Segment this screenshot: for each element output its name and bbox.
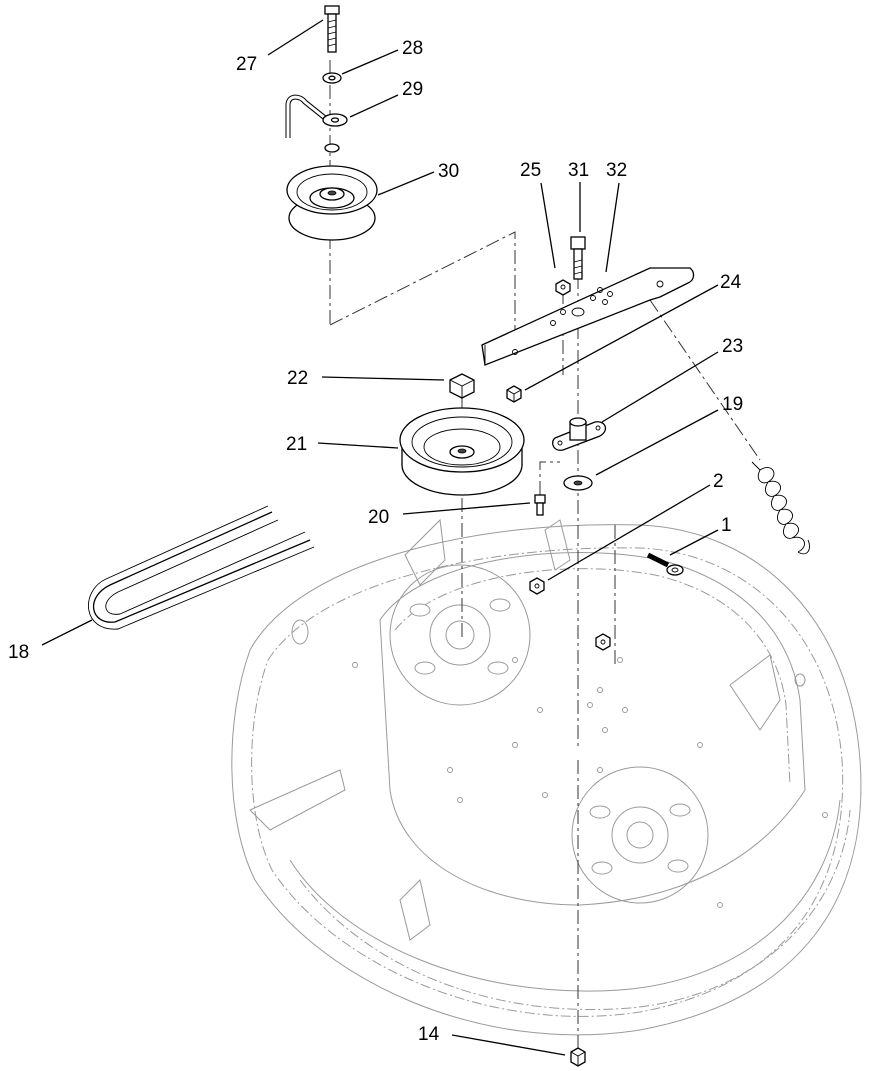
- part-30-idler-pulley: [286, 165, 378, 241]
- callout-32: 32: [606, 160, 627, 181]
- part-23-pivot-bracket: [552, 417, 607, 451]
- part-18-drive-belt: [88, 505, 315, 630]
- part-20-bolt: [534, 494, 546, 516]
- callout-21: 21: [286, 434, 307, 455]
- part-14-nut: [570, 1047, 586, 1067]
- part-24-nut: [506, 385, 522, 403]
- callout-22: 22: [287, 368, 308, 389]
- deck-mounting-holes: [352, 657, 828, 908]
- callout-18: 18: [8, 642, 29, 663]
- alignment-lines: [329, 60, 761, 1055]
- callout-23: 23: [722, 336, 743, 357]
- callout-30: 30: [438, 161, 459, 182]
- callout-leaders: [41, 19, 719, 1056]
- part-1-eye-bolt: [646, 552, 684, 576]
- callout-28: 28: [402, 38, 423, 59]
- part-29-belt-guide: [285, 94, 348, 138]
- part-22-hex-nut: [449, 373, 475, 399]
- part-32-idler-arm: [481, 267, 695, 366]
- callout-1: 1: [721, 515, 732, 536]
- callout-numbers: 27 28 29 30 25 31 32 24 22 23 19 21 2 1 …: [8, 38, 743, 1045]
- part-25-nut: [555, 279, 571, 296]
- callout-27: 27: [236, 54, 257, 75]
- callout-24: 24: [720, 272, 742, 293]
- part-31-shoulder-bolt: [570, 236, 586, 280]
- part-21-idler-pulley: [399, 407, 525, 496]
- part-19-washer: [563, 475, 593, 491]
- callout-14: 14: [418, 1024, 440, 1045]
- right-spindle-housing: [571, 766, 709, 904]
- tension-spring: [751, 461, 810, 555]
- callout-31: 31: [568, 160, 589, 181]
- left-spindle-housing: [389, 564, 531, 706]
- spacer-washer: [324, 143, 340, 153]
- part-28-washer: [322, 72, 342, 84]
- callout-2: 2: [713, 471, 724, 492]
- callout-19: 19: [722, 394, 743, 415]
- callout-25: 25: [520, 160, 541, 181]
- part-27-bolt: [324, 5, 340, 53]
- part-2-nut: [529, 577, 611, 651]
- callout-29: 29: [402, 79, 423, 100]
- callout-20: 20: [368, 507, 389, 528]
- mower-deck-housing: [231, 518, 862, 1036]
- deck-brackets: [249, 518, 806, 941]
